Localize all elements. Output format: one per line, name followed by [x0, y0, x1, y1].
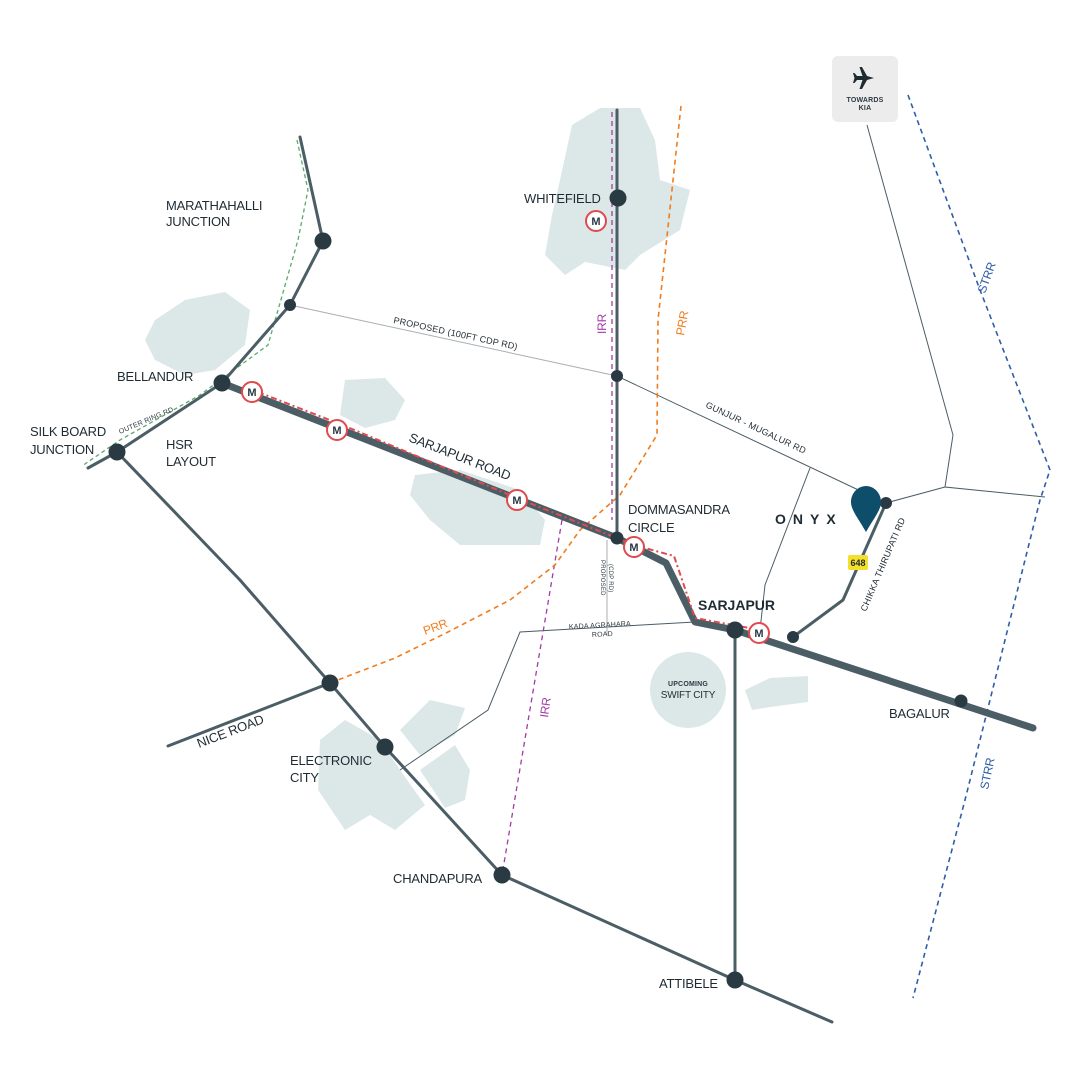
airport-label-line2: KIA [859, 105, 872, 112]
label-bagalur: BAGALUR [889, 706, 950, 721]
metro-symbol: M [754, 628, 763, 640]
label-swift-city-2: SWIFT CITY [661, 690, 716, 701]
label-electronic-city-2: CITY [290, 770, 319, 785]
corridor-irr-south [501, 519, 563, 876]
road-connector-1 [759, 467, 811, 631]
node-whitefield [609, 189, 627, 207]
airport-box-bg [832, 56, 898, 122]
label-kada-2: ROAD [592, 631, 613, 639]
label-prr-south: PRR [421, 616, 450, 638]
zone-electronic-city-2 [400, 700, 465, 755]
label-irr-south: IRR [537, 696, 554, 718]
road-towards-kia [866, 124, 1046, 498]
zone-swift-city [650, 652, 726, 728]
node-silk-board [108, 443, 126, 461]
label-sarjapur: SARJAPUR [698, 597, 775, 613]
label-attibele: ATTIBELE [659, 976, 718, 991]
metro-station-bellandur: M [241, 381, 263, 403]
road-nice-road [166, 681, 332, 748]
road-onyx-link [885, 486, 946, 504]
label-irr-north: IRR [595, 313, 609, 334]
label-proposed-cdp-v2: (CDP RD) [607, 564, 613, 593]
highway-badge: 648 [848, 555, 868, 570]
metro-station-dommasandra: M [623, 536, 645, 558]
road-gunjur-mugalur [616, 375, 887, 504]
location-pin-icon [851, 486, 881, 532]
green-zones [145, 108, 808, 830]
metro-symbol: M [591, 216, 600, 228]
label-gunjur: GUNJUR - MUGALUR RD [704, 400, 808, 456]
metro-symbol: M [629, 542, 638, 554]
label-dommasandra-1: DOMMASANDRA [628, 502, 730, 517]
road-proposed-cdp [289, 304, 618, 377]
zone-electronic-city [318, 720, 425, 830]
zone-bagalur [745, 676, 808, 710]
node-sarjapur [726, 621, 744, 639]
node-chikka-junction [787, 631, 799, 643]
metro-station-sarjapur-road-2: M [506, 489, 528, 511]
airport-box: TOWARDS KIA [832, 56, 898, 122]
corridor-prr [329, 105, 682, 684]
node-chandapura [493, 866, 511, 884]
thin-roads [289, 124, 1046, 771]
metro-stations: M M M M M M [241, 210, 770, 644]
airplane-icon [853, 67, 874, 89]
metro-symbol: M [332, 425, 341, 437]
node-electronic-city [376, 738, 394, 756]
node-marathahalli [314, 232, 332, 250]
label-proposed-cdp-v1: PROPOSED [599, 560, 605, 596]
label-bellandur: BELLANDUR [117, 369, 193, 384]
node-irr-junction [611, 370, 623, 382]
node-dommasandra [610, 531, 624, 545]
zone-sarjapur-north [340, 378, 405, 428]
label-marathahalli-2: JUNCTION [166, 214, 230, 229]
label-swift-city-1: UPCOMING [668, 681, 708, 688]
zone-sarjapur-mid [410, 470, 545, 545]
label-kada-1: KADA AGRAHARA [569, 621, 632, 631]
corridor-outer-ring [81, 139, 309, 467]
node-attibele [726, 971, 744, 989]
onyx-location: ONYX [775, 486, 881, 532]
brand-onyx-label: ONYX [775, 511, 843, 527]
node-onyx-east [880, 497, 892, 509]
corridor-strr [907, 94, 1051, 999]
label-prr-north: PRR [673, 309, 691, 336]
metro-station-whitefield: M [585, 210, 607, 232]
highway-badge-bg [848, 555, 868, 570]
junction-nodes [108, 189, 968, 989]
label-electronic-city-1: ELECTRONIC [290, 753, 372, 768]
label-marathahalli-1: MARATHAHALLI [166, 198, 262, 213]
airport-label-line1: TOWARDS [846, 97, 883, 104]
metro-symbol: M [512, 495, 521, 507]
road-chandapura-attibele [500, 873, 834, 1024]
metro-station-sarjapur-road-1: M [326, 419, 348, 441]
label-chandapura: CHANDAPURA [393, 871, 483, 886]
label-proposed-cdp: PROPOSED (100FT CDP RD) [393, 315, 519, 352]
label-strr-south: STRR [977, 756, 997, 791]
node-bagalur [954, 694, 968, 708]
label-hsr-2: LAYOUT [166, 454, 216, 469]
node-cdp-west [284, 299, 296, 311]
metro-symbol: M [247, 387, 256, 399]
label-silk-board-2: JUNCTION [30, 442, 94, 457]
place-labels: MARATHAHALLI JUNCTION WHITEFIELD BELLAND… [30, 191, 950, 991]
label-dommasandra-2: CIRCLE [628, 520, 675, 535]
label-whitefield: WHITEFIELD [524, 191, 601, 206]
label-silk-board-1: SILK BOARD [30, 424, 106, 439]
zone-bellandur [145, 292, 250, 375]
label-hsr-1: HSR [166, 437, 193, 452]
metro-station-sarjapur: M [748, 622, 770, 644]
road-sarjapur-main [218, 379, 1037, 732]
highway-number: 648 [850, 558, 865, 568]
node-bellandur [213, 374, 231, 392]
label-strr-north: STRR [975, 260, 999, 295]
node-prr-junction [321, 674, 339, 692]
road-chikka-thirupati [791, 501, 888, 639]
zone-electronic-city-3 [420, 745, 470, 808]
dashed-corridors [81, 94, 1051, 999]
